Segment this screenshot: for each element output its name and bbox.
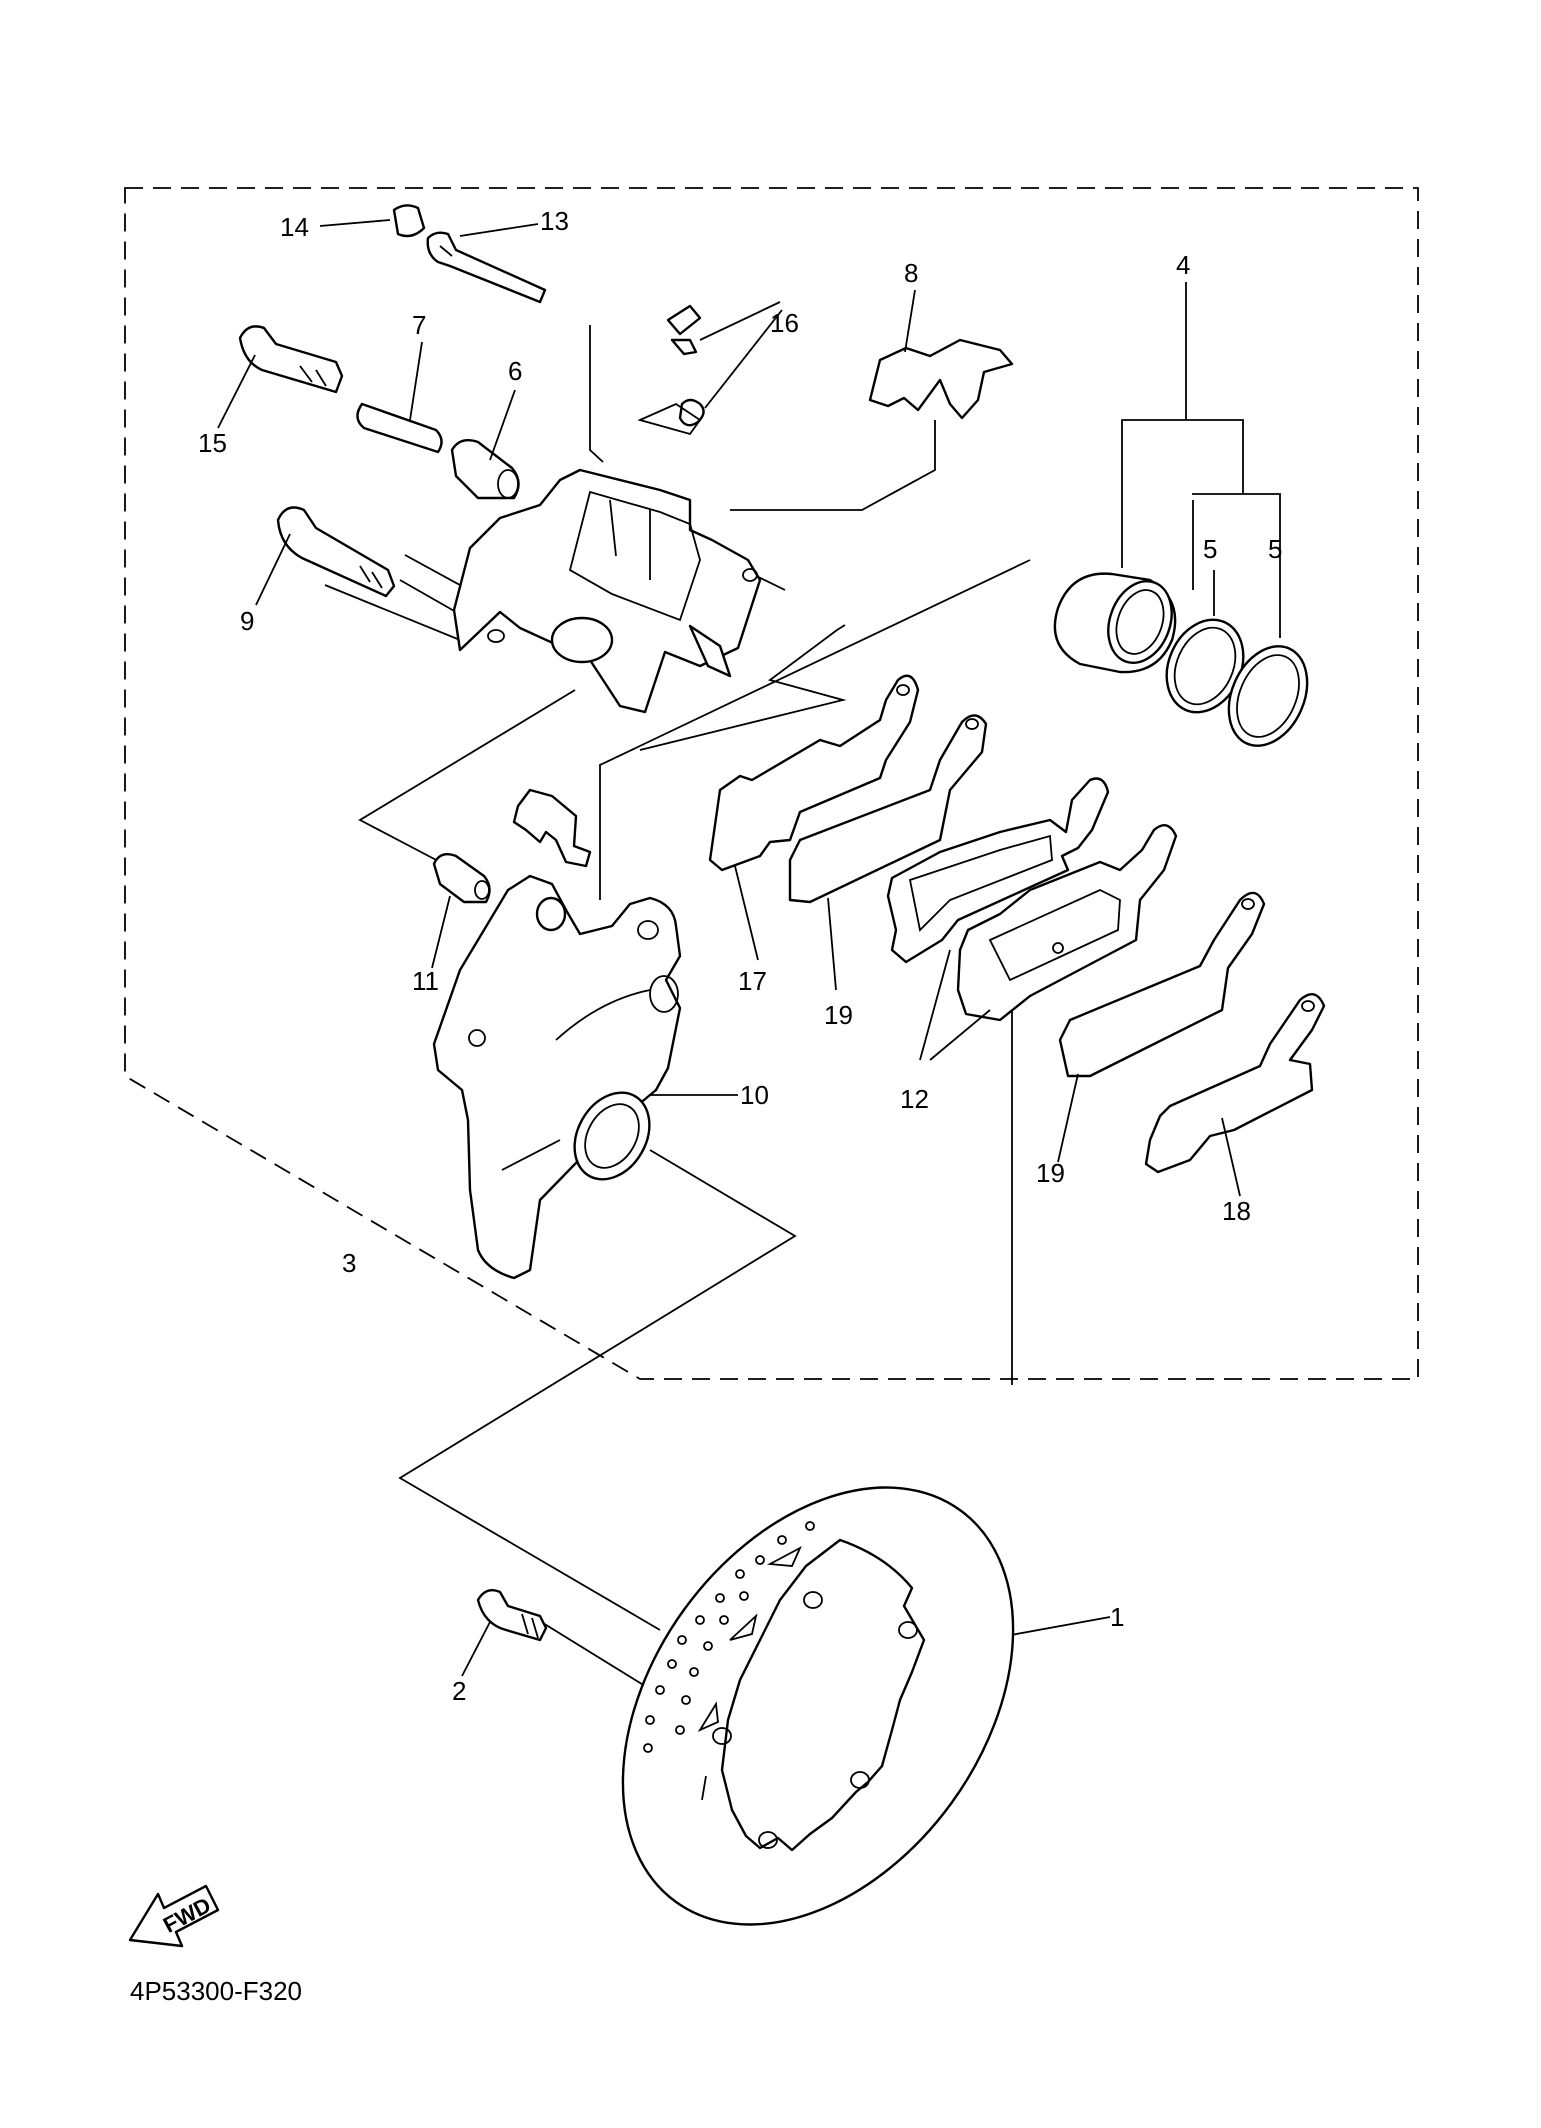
part-6-bushing	[450, 389, 520, 500]
part-18-pad-shim	[1144, 993, 1326, 1197]
part-10-caliper-bracket	[432, 874, 682, 1280]
callout-4: 4	[1176, 250, 1190, 280]
part-12-brake-pad-b	[929, 824, 1178, 1061]
callout-2: 2	[452, 1676, 466, 1706]
part-2-disc-bolt	[461, 1589, 548, 1677]
callout-15: 15	[198, 428, 227, 458]
callout-3: 3	[342, 1248, 356, 1278]
callout-19b: 19	[1036, 1158, 1065, 1188]
callout-7: 7	[412, 310, 426, 340]
part-1-brake-disc	[621, 1486, 1015, 1926]
part-4-piston	[1053, 282, 1244, 674]
part-19-pad-plate-right	[1057, 891, 1266, 1163]
part-17-pad-shim	[708, 674, 920, 961]
part-9-bolt	[255, 506, 396, 606]
callout-5a: 5	[1203, 534, 1217, 564]
part-5-seal-b	[1192, 493, 1309, 747]
callout-8: 8	[904, 258, 918, 288]
callout-12: 12	[900, 1084, 929, 1114]
part-12-brake-pad-a	[886, 777, 1110, 1061]
part-14-cap	[319, 204, 426, 238]
part-7-pin	[356, 341, 443, 454]
part-13-pin-bolt	[426, 223, 547, 304]
callout-6: 6	[508, 356, 522, 386]
part-19-pad-plate-left	[788, 714, 988, 991]
callout-18: 18	[1222, 1196, 1251, 1226]
callout-16: 16	[770, 308, 799, 338]
part-16-bleed-screw	[637, 301, 783, 436]
callout-9: 9	[240, 606, 254, 636]
caliper-assembly-boundary	[124, 187, 1419, 1380]
callout-14: 14	[280, 212, 309, 242]
callout-10: 10	[740, 1080, 769, 1110]
part-11-bushing	[431, 853, 491, 969]
part-5-seal-a	[1165, 570, 1245, 714]
callout-17: 17	[738, 966, 767, 996]
callout-labels: 1 2 3 4 5 5 6 7 8 9 10 11 12 13 14 15 16…	[198, 206, 1282, 1706]
fwd-arrow-icon: FWD	[128, 1884, 220, 1948]
caliper-body	[452, 468, 762, 714]
callout-1: 1	[1110, 1602, 1124, 1632]
caliper-bracket-clip	[512, 788, 592, 868]
part-15-bolt	[217, 325, 344, 429]
callout-19a: 19	[824, 1000, 853, 1030]
leader-lines	[324, 325, 1194, 1687]
part-8-pad-spring	[868, 289, 1014, 420]
callout-13: 13	[540, 206, 569, 236]
callout-5b: 5	[1268, 534, 1282, 564]
callout-11: 11	[412, 966, 439, 996]
diagram-code: 4P53300-F320	[130, 1976, 302, 2006]
